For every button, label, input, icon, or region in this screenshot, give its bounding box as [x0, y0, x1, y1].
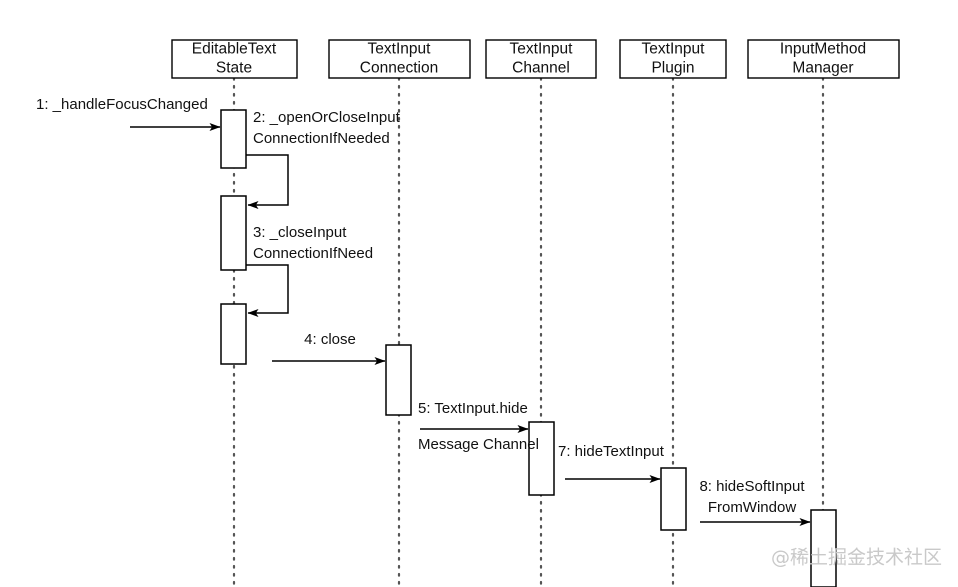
- message-label-7: 7: hideTextInput: [558, 443, 665, 460]
- participant-box-input-method-manager: [747, 39, 900, 79]
- participants-layer: EditableTextStateTextInputConnectionText…: [171, 39, 900, 79]
- activation-bar-editable-text-state-1[interactable]: [220, 109, 247, 169]
- message-label-4: 4: close: [304, 331, 356, 348]
- participant-label-editable-text-state: EditableText: [192, 41, 277, 58]
- participant-label-input-method-manager: InputMethod: [780, 41, 866, 58]
- message-7[interactable]: 7: hideTextInput: [558, 443, 665, 483]
- activations-layer: [220, 109, 837, 587]
- message-label-5: 5: TextInput.hide: [418, 400, 528, 417]
- participant-label-text-input-channel: TextInput: [510, 41, 574, 58]
- message-4[interactable]: 4: close: [272, 331, 386, 365]
- watermark-text: @稀土掘金技术社区: [771, 547, 942, 569]
- participant-label-text-input-channel: Channel: [512, 60, 570, 77]
- participant-label-editable-text-state: State: [216, 60, 252, 77]
- participant-label-text-input-plugin: Plugin: [651, 60, 694, 77]
- message-label-8: FromWindow: [708, 499, 797, 516]
- activation-bar-text-input-channel-1[interactable]: [528, 421, 555, 496]
- message-label-1: 1: _handleFocusChanged: [36, 96, 208, 113]
- participant-box-text-input-channel: [485, 39, 597, 79]
- messages-layer: 1: _handleFocusChanged 2: _openOrCloseInp…: [36, 96, 811, 526]
- participant-box-text-input-connection: [328, 39, 471, 79]
- participant-label-text-input-plugin: TextInput: [642, 41, 706, 58]
- participant-label-text-input-connection: TextInput: [368, 41, 432, 58]
- message-label-8: 8: hideSoftInput: [699, 478, 805, 495]
- message-label-2: ConnectionIfNeeded: [253, 130, 390, 147]
- activation-bar-input-method-manager-1[interactable]: [810, 509, 837, 587]
- self-message-path-2: [246, 154, 289, 209]
- participant-label-text-input-connection: Connection: [360, 60, 438, 77]
- message-label-3: ConnectionIfNeed: [253, 245, 373, 262]
- self-message-path-3: [246, 264, 289, 317]
- participant-label-input-method-manager: Manager: [792, 60, 853, 77]
- activation-bar-text-input-plugin-1[interactable]: [660, 467, 687, 531]
- watermark-layer: @稀土掘金技术社区: [771, 547, 942, 569]
- message-label-2: 2: _openOrCloseInput: [253, 109, 401, 126]
- message-1[interactable]: 1: _handleFocusChanged: [36, 96, 221, 131]
- participant-box-text-input-plugin: [619, 39, 727, 79]
- activation-bar-text-input-connection-1[interactable]: [385, 344, 412, 416]
- activation-bar-editable-text-state-2[interactable]: [220, 195, 247, 271]
- message-label-3: 3: _closeInput: [253, 224, 347, 241]
- activation-bar-editable-text-state-3[interactable]: [220, 303, 247, 365]
- participant-box-editable-text-state: [171, 39, 298, 79]
- message-sublabel-5: Message Channel: [418, 436, 539, 453]
